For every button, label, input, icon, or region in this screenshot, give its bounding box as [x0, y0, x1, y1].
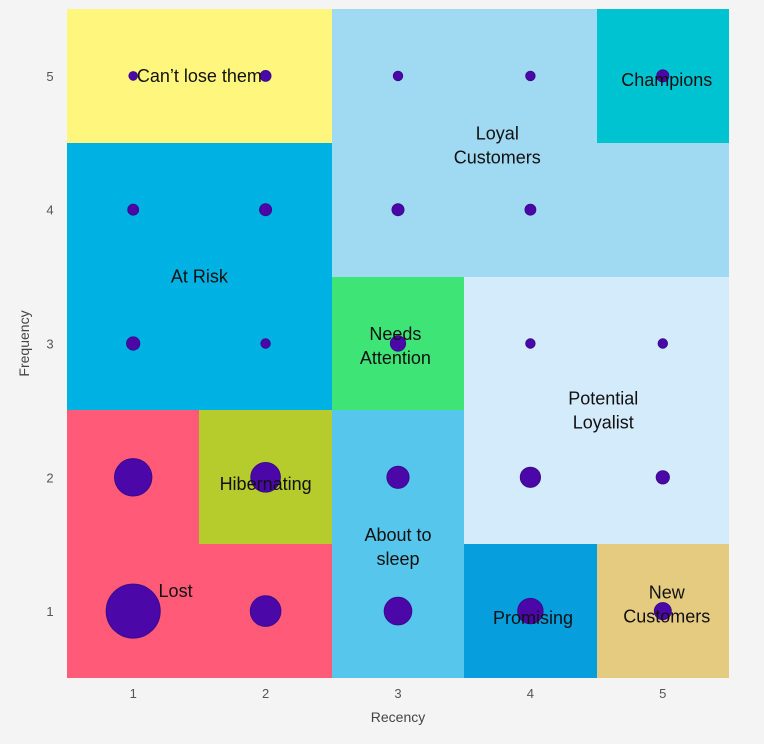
x-axis-title: Recency	[371, 709, 425, 725]
segment-label-at-risk: At Risk	[171, 267, 229, 287]
y-tick-label: 1	[46, 604, 53, 619]
data-point[interactable]	[259, 70, 272, 82]
y-axis-title: Frequency	[16, 310, 32, 376]
data-point[interactable]	[250, 462, 281, 493]
segment-label-champions: Champions	[621, 70, 712, 90]
data-point[interactable]	[517, 597, 544, 625]
data-point[interactable]	[391, 203, 405, 217]
data-point[interactable]	[249, 595, 282, 627]
data-point[interactable]	[128, 71, 138, 81]
y-tick-label: 3	[46, 337, 53, 352]
y-tick-label: 2	[46, 470, 53, 485]
data-point[interactable]	[655, 470, 670, 485]
x-tick-label: 3	[394, 686, 401, 701]
segment-cell	[597, 143, 729, 277]
data-point[interactable]	[524, 203, 537, 216]
data-point[interactable]	[114, 458, 153, 497]
segment-layer	[67, 9, 729, 678]
data-point[interactable]	[657, 338, 668, 349]
data-point[interactable]	[259, 203, 273, 217]
data-point[interactable]	[392, 70, 404, 82]
segment-loyal-customers	[332, 9, 729, 277]
segment-label-promising: Promising	[493, 608, 573, 628]
segment-label-lost: Lost	[159, 581, 193, 601]
data-point[interactable]	[525, 70, 536, 82]
segment-label-hibernating: Hibernating	[220, 474, 312, 494]
data-point[interactable]	[653, 602, 672, 621]
data-point[interactable]	[127, 203, 140, 216]
data-point[interactable]	[519, 466, 542, 488]
data-point[interactable]	[126, 336, 141, 351]
data-point[interactable]	[383, 596, 413, 626]
data-point[interactable]	[389, 335, 407, 352]
y-tick-label: 5	[46, 69, 53, 84]
y-tick-label: 4	[46, 203, 53, 218]
x-tick-label: 2	[262, 686, 269, 701]
x-tick-label: 4	[527, 686, 534, 701]
data-point[interactable]	[260, 338, 271, 349]
data-point[interactable]	[656, 69, 670, 83]
axes-layer: Recency Frequency 1 2 3 4 5 1 2 3 4 5	[16, 69, 666, 725]
x-tick-label: 1	[130, 686, 137, 701]
segment-label-can-t-lose-them: Can’t lose them	[137, 66, 262, 86]
data-point[interactable]	[386, 465, 410, 489]
x-tick-label: 5	[659, 686, 666, 701]
segment-potential-loyalist	[464, 277, 729, 544]
data-point[interactable]	[525, 338, 536, 349]
point-layer	[105, 69, 672, 639]
data-point[interactable]	[105, 583, 161, 639]
